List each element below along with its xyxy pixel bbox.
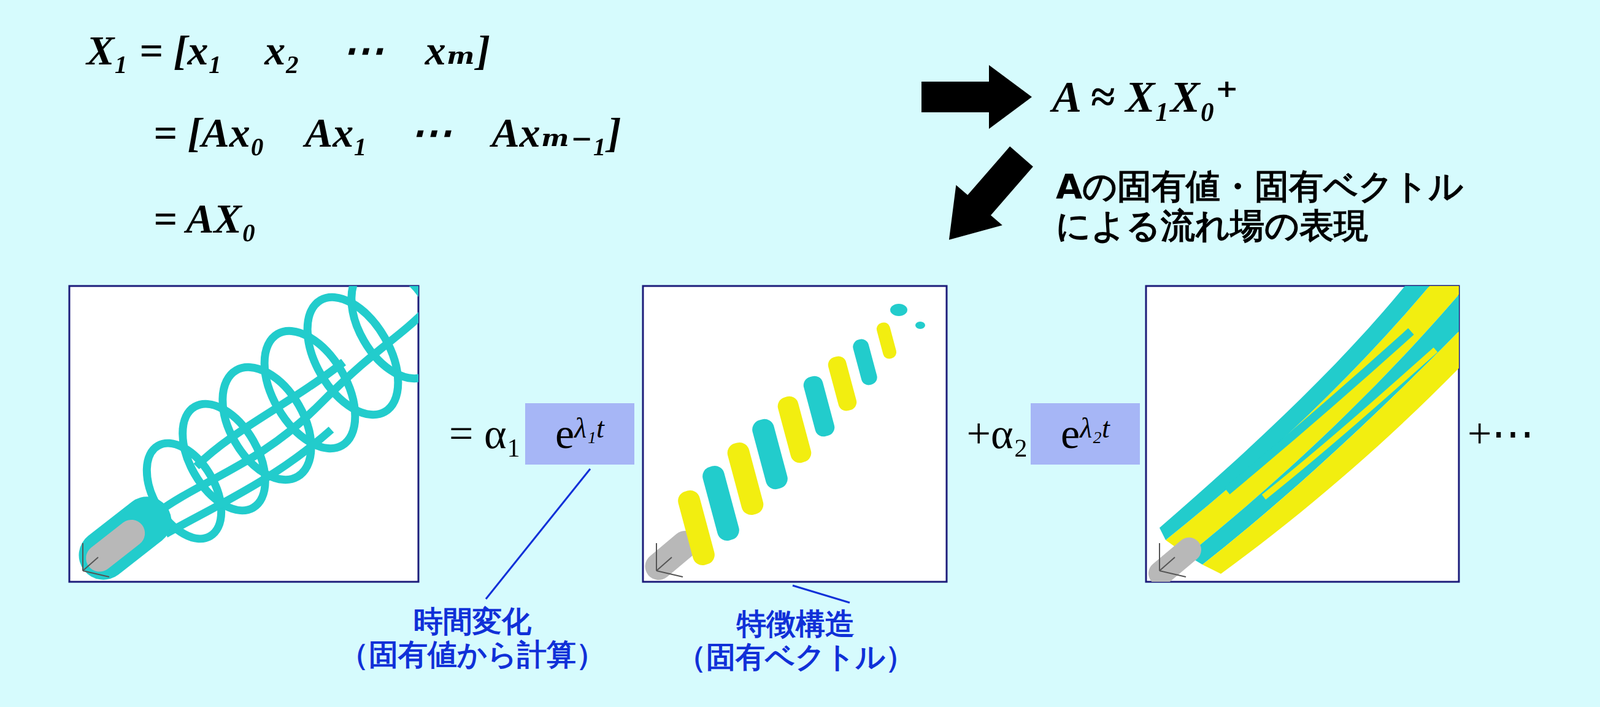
callout-label: 時間変化 （固有値から計算）: [339, 604, 606, 672]
right-arrow: [921, 65, 1032, 129]
mode-1-image: [639, 285, 947, 586]
exponent: λ₂t: [1079, 411, 1110, 445]
exponent: λ₁t: [574, 411, 605, 445]
callout-label: 特徴構造 （固有ベクトル）: [676, 607, 915, 674]
exponential-base: e: [1060, 409, 1080, 459]
coefficient: +α₂: [966, 409, 1029, 459]
mode-2-image: [1143, 285, 1459, 591]
highlight-box: eλ₂t: [1030, 403, 1140, 465]
leader-line: [485, 468, 591, 599]
annotation: Aの固有値・固有ベクトル による流れ場の表現: [1055, 166, 1475, 247]
equation: = AX₀: [153, 194, 257, 243]
leader-line: [792, 585, 850, 603]
equation: X₁ = [x₁ x₂ ⋯ xₘ]: [86, 26, 491, 75]
equation: = [Ax₀ Ax₁ ⋯ Axₘ₋₁]: [153, 108, 622, 157]
ellipsis: +⋯: [1467, 409, 1535, 459]
highlight-box: eλ₁t: [525, 403, 635, 465]
result-equation: A ≈ X₁X₀⁺: [1052, 71, 1239, 123]
flow-field-image: [68, 250, 459, 589]
exponential-base: e: [555, 409, 575, 459]
diagonal-arrow: [925, 136, 1045, 260]
coefficient: = α₁: [449, 409, 522, 459]
